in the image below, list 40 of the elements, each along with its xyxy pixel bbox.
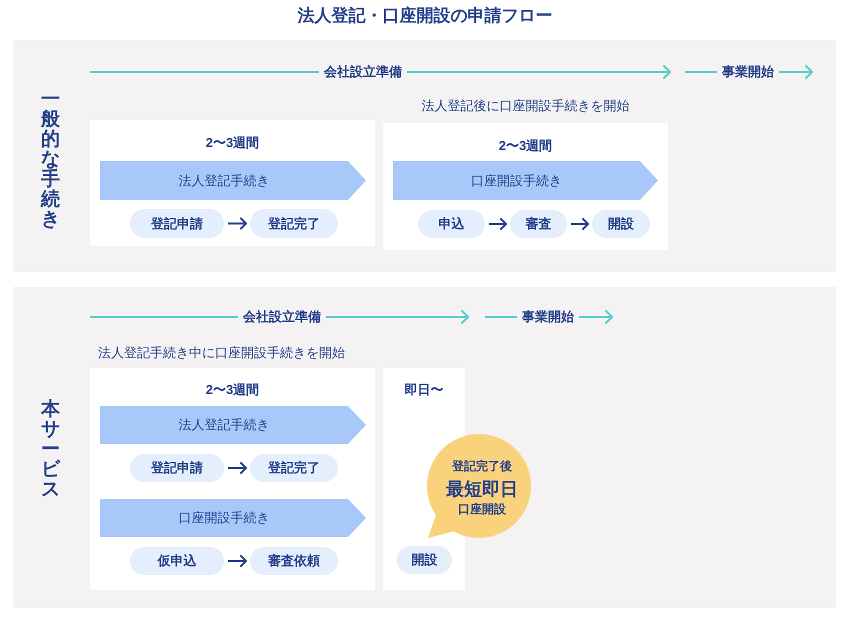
phase-label: 事業開始: [722, 63, 774, 80]
step-pill: 登記完了: [250, 209, 338, 238]
lane-label: 一般的な手続き: [41, 90, 60, 230]
process-chevron: 口座開設手続き: [393, 161, 658, 200]
process-chevron: 口座開設手続き: [100, 499, 366, 537]
arrow: [571, 218, 589, 230]
arrow: [228, 555, 247, 567]
card-caption: 法人登記手続き中に口座開設手続きを開始: [98, 344, 345, 361]
step-card: [90, 120, 375, 246]
step-pill: 開設: [592, 210, 650, 238]
step-pill: 登記申請: [130, 209, 224, 238]
duration-label: 2〜3週間: [206, 381, 260, 398]
step-pill: 登記完了: [250, 454, 338, 482]
bubble-text: 口座開設: [458, 502, 506, 517]
process-chevron: 法人登記手続き: [100, 406, 366, 444]
duration-label: 即日〜: [404, 381, 444, 398]
step-card: [90, 368, 375, 590]
duration-label: 2〜3週間: [498, 137, 552, 154]
lane-band: [13, 40, 836, 272]
arrow: [489, 218, 507, 230]
step-card: [383, 123, 668, 250]
step-pill: 登記申請: [130, 454, 224, 482]
bubble-text: 最短即日: [446, 478, 518, 500]
phase-label: 会社設立準備: [243, 308, 321, 325]
step-pill: 審査: [510, 210, 567, 238]
diagram-title: 法人登記・口座開設の申請フロー: [298, 5, 552, 27]
step-pill: 申込: [418, 210, 485, 238]
arrow: [228, 462, 247, 474]
duration-label: 2〜3週間: [206, 134, 260, 151]
lane-band: [13, 287, 836, 608]
process-chevron: 法人登記手続き: [100, 161, 366, 200]
step-pill: 審査依頼: [250, 547, 338, 575]
step-pill: 仮申込: [130, 547, 224, 575]
phase-label: 会社設立準備: [324, 63, 402, 80]
card-caption: 法人登記後に口座開設手続きを開始: [422, 97, 630, 114]
phase-label: 事業開始: [522, 308, 574, 325]
bubble-text: 登記完了後: [452, 459, 512, 474]
step-pill: 開設: [397, 546, 452, 574]
lane-label: 本サービス: [41, 400, 60, 500]
arrow: [228, 218, 247, 230]
